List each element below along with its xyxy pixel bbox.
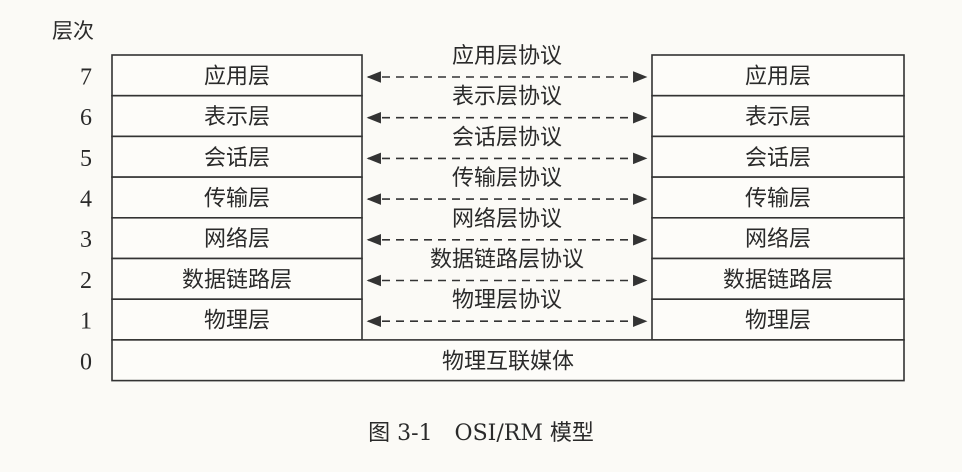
level-number-7: 7 xyxy=(80,64,92,90)
protocol-label: 网络层协议 xyxy=(452,207,562,232)
protocol-label: 应用层协议 xyxy=(452,44,562,69)
level-number-2: 2 xyxy=(80,268,92,294)
protocol-label: 数据链路层协议 xyxy=(430,248,584,273)
left-layer-label: 应用层 xyxy=(204,64,270,89)
level-number-1: 1 xyxy=(80,309,92,335)
level-number-3: 3 xyxy=(80,227,92,253)
left-layer-label: 网络层 xyxy=(204,227,270,252)
protocol-label: 表示层协议 xyxy=(452,85,562,110)
left-layer-label: 物理层 xyxy=(204,309,270,334)
protocol-label: 物理层协议 xyxy=(452,288,562,313)
left-layer-box xyxy=(111,257,363,301)
left-layer-label: 会话层 xyxy=(204,146,270,171)
left-layer-box xyxy=(111,54,363,97)
left-layer-label: 传输层 xyxy=(204,186,270,211)
right-layer-label: 数据链路层 xyxy=(723,268,833,293)
right-layer-box xyxy=(651,298,905,341)
medium-label: 物理互联媒体 xyxy=(442,349,574,374)
left-layer-label: 数据链路层 xyxy=(182,268,292,293)
left-layer-label: 表示层 xyxy=(204,105,270,130)
level-header: 层次 xyxy=(52,19,94,43)
protocol-label: 传输层协议 xyxy=(452,166,562,191)
figure-caption: 图 3-1 OSI/RM 模型 xyxy=(368,421,594,446)
right-layer-box xyxy=(651,135,905,178)
right-layer-label: 会话层 xyxy=(745,146,811,171)
right-layer-label: 物理层 xyxy=(745,309,811,334)
right-layer-box xyxy=(651,257,905,301)
level-number-6: 6 xyxy=(80,105,92,131)
level-number-0: 0 xyxy=(80,349,92,375)
right-layer-label: 网络层 xyxy=(745,227,811,252)
right-layer-label: 应用层 xyxy=(745,64,811,89)
left-layer-box xyxy=(111,217,363,260)
level-number-4: 4 xyxy=(80,186,92,212)
right-layer-box xyxy=(651,54,905,97)
protocol-label: 会话层协议 xyxy=(452,125,562,150)
right-layer-label: 传输层 xyxy=(745,186,811,211)
right-layer-box xyxy=(651,94,905,138)
left-layer-box xyxy=(111,176,363,219)
right-layer-label: 表示层 xyxy=(745,105,811,130)
level-number-5: 5 xyxy=(80,146,92,172)
medium-box xyxy=(111,339,905,382)
